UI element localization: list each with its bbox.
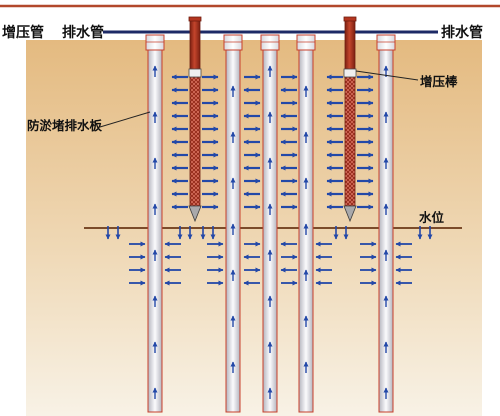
pressure-rod-collar (343, 68, 357, 78)
drain-pipe-label-right: 排水管 (441, 24, 483, 41)
pressure-rod-cap (188, 16, 202, 22)
pressure-rod (188, 16, 202, 223)
drainage-board-leader (99, 111, 151, 128)
drainage-board-body (147, 49, 163, 413)
pressure-rod-collar (188, 68, 202, 78)
pressure-rods (188, 16, 357, 223)
drainage-board (260, 34, 280, 413)
flow-arrows (105, 65, 433, 399)
pressure-rod-shaft (189, 19, 201, 71)
pressure-rod-label: 增压棒 (420, 74, 458, 89)
pressure-rod-perforated-section (344, 76, 356, 207)
pressure-rod-leader (355, 70, 419, 81)
water-level-label: 水位 (419, 210, 445, 225)
pressure-rod-perforated-section (189, 76, 201, 207)
pressure-rod-tip (188, 205, 202, 223)
drainage-board-cap (260, 34, 280, 51)
drainage-board-cap (145, 34, 165, 51)
drain-pipe-label-left: 排水管 (62, 24, 104, 41)
pressure-rod-shaft (344, 19, 356, 71)
pressure-pipe-label: 增压管 (2, 24, 44, 41)
drainage-board (376, 34, 396, 413)
drainage-board-cap (223, 34, 243, 51)
drainage-board-cap (296, 34, 316, 51)
pressure-rod (343, 16, 357, 223)
drainage-board-body (262, 49, 278, 413)
drainage-board (145, 34, 165, 413)
drainage-board-label: 防淤堵排水板 (27, 118, 103, 133)
pressure-rod-tip (343, 205, 357, 223)
drainage-board-cap (376, 34, 396, 51)
pressure-rod-cap (343, 16, 357, 22)
drainage-board-body (378, 49, 394, 413)
